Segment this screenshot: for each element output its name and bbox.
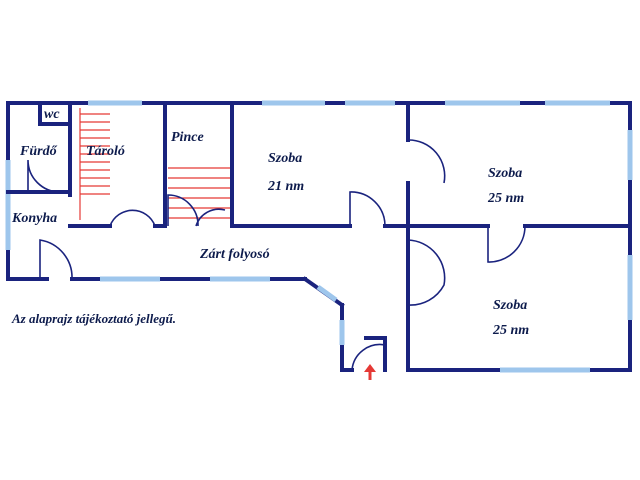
- windows: [5, 100, 633, 373]
- entrance-arrow-icon: [364, 364, 376, 380]
- room-area-szoba-1: 21 nm: [267, 179, 304, 194]
- room-label-szoba-3: Szoba: [493, 298, 527, 313]
- room-label-corridor: Zárt folyosó: [199, 247, 270, 262]
- room-label-konyha: Konyha: [11, 211, 57, 226]
- room-area-szoba-2: 25 nm: [487, 191, 524, 206]
- stairs: [79, 108, 230, 220]
- room-area-szoba-3: 25 nm: [492, 323, 529, 338]
- interior-walls: [6, 101, 632, 228]
- room-label-tarolo: Tároló: [86, 144, 125, 159]
- room-label-wc: wc: [44, 107, 60, 122]
- plan-disclaimer-note: Az alaprajz tájékoztató jellegű.: [11, 311, 176, 326]
- room-label-szoba-2: Szoba: [488, 166, 522, 181]
- room-label-pince: Pince: [171, 130, 204, 145]
- room-label-szoba-1: Szoba: [268, 151, 302, 166]
- doors: [27, 139, 526, 371]
- room-label-furdo: Fürdő: [19, 144, 58, 159]
